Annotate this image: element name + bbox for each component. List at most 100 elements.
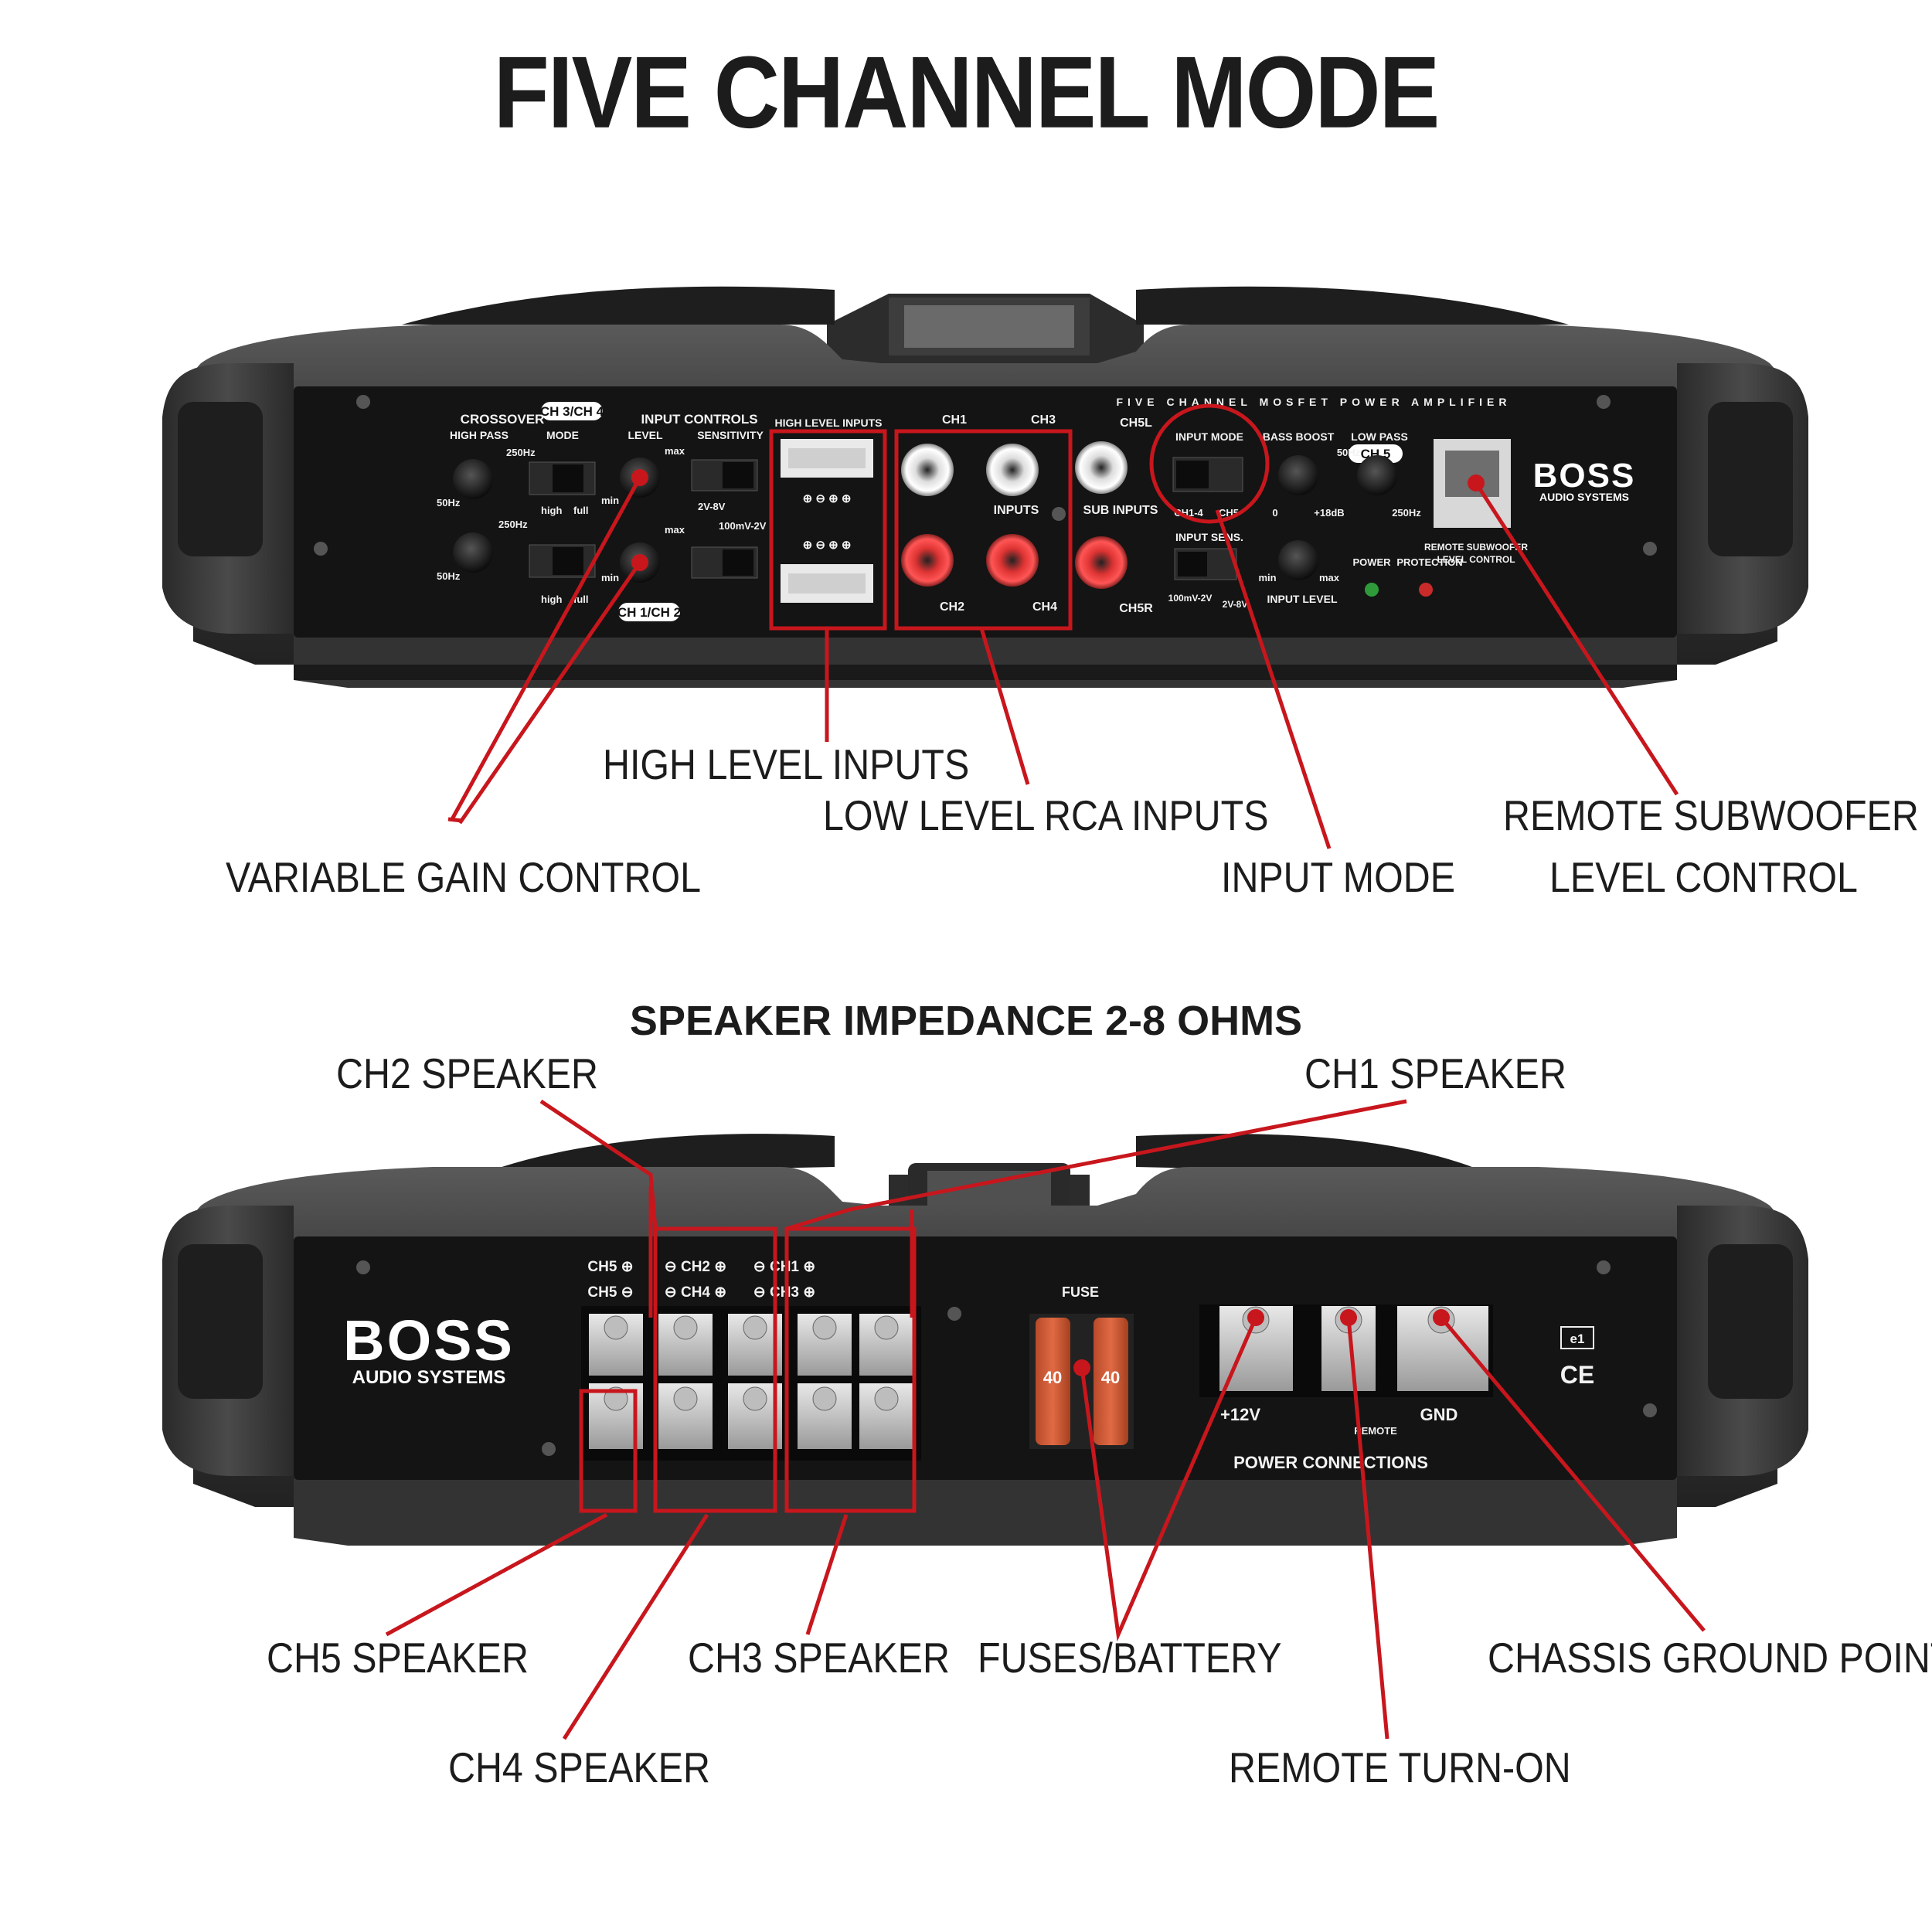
high-label: high bbox=[541, 505, 562, 516]
boss-logo-sub-top: AUDIO SYSTEMS bbox=[1539, 491, 1629, 503]
ch5-plus-label: CH5 ⊕ bbox=[587, 1259, 633, 1275]
svg-text:⊕ ⊖ ⊕ ⊕: ⊕ ⊖ ⊕ ⊕ bbox=[803, 492, 852, 505]
high-level-inputs-label: HIGH LEVEL INPUTS bbox=[775, 417, 883, 429]
input-level-label: INPUT LEVEL bbox=[1267, 593, 1337, 605]
crossover-label: CROSSOVER bbox=[461, 412, 545, 427]
fuse-2-rating: 40 bbox=[1101, 1368, 1120, 1387]
speaker-terminals-bottom[interactable] bbox=[589, 1383, 913, 1449]
ch1-ch3-terminal-box bbox=[784, 1226, 917, 1513]
sub-inputs-label: SUB INPUTS bbox=[1083, 504, 1158, 517]
callout-ch4-speaker: CH4 SPEAKER bbox=[448, 1743, 710, 1791]
high-label-2: high bbox=[541, 594, 562, 605]
callout-ch3-speaker: CH3 SPEAKER bbox=[688, 1634, 950, 1682]
sensitivity-label: SENSITIVITY bbox=[697, 429, 764, 441]
level-control-panel-label: LEVEL CONTROL bbox=[1437, 554, 1515, 565]
callout-variable-gain: VARIABLE GAIN CONTROL bbox=[226, 853, 702, 901]
fuse-1[interactable] bbox=[1036, 1318, 1070, 1445]
speaker-impedance-title: SPEAKER IMPEDANCE 2-8 OHMS bbox=[629, 998, 1303, 1044]
callout-remote-turn-on: REMOTE TURN-ON bbox=[1229, 1743, 1571, 1791]
max-label-ch5: max bbox=[1319, 572, 1340, 583]
boss-logo-sub-bottom: AUDIO SYSTEMS bbox=[352, 1367, 506, 1388]
sub-input-left-jack[interactable] bbox=[1075, 441, 1128, 494]
ch5l-label: CH5L bbox=[1120, 417, 1152, 430]
mode-label: MODE bbox=[546, 429, 579, 441]
fuse-2[interactable] bbox=[1094, 1318, 1128, 1445]
callout-remote-sub-1: REMOTE SUBWOOFER bbox=[1503, 791, 1919, 839]
callout-low-level-rca: LOW LEVEL RCA INPUTS bbox=[823, 791, 1269, 839]
boss-logo-top: BOSS bbox=[1533, 457, 1636, 495]
rca-ch3-jack[interactable] bbox=[986, 444, 1039, 496]
rca-ch3-label: CH3 bbox=[1031, 413, 1056, 427]
remote-sub-panel-label: REMOTE SUBWOOFER bbox=[1424, 542, 1528, 553]
lp-50-label: 50Hz bbox=[1337, 447, 1361, 458]
callout-graphics bbox=[385, 403, 1706, 1740]
ch5r-label: CH5R bbox=[1119, 602, 1153, 615]
callout-ch5-speaker: CH5 SPEAKER bbox=[267, 1634, 529, 1682]
bottom-amplifier: BOSS AUDIO SYSTEMS CH5 ⊕ CH5 ⊖ ⊖ CH2 ⊕ ⊖… bbox=[162, 1134, 1808, 1546]
freq-250-label: 250Hz bbox=[506, 447, 536, 458]
bass-boost-label: BASS BOOST bbox=[1263, 430, 1335, 443]
input-controls-label: INPUT CONTROLS bbox=[641, 412, 757, 427]
ch5-sens-100mv-label: 100mV-2V bbox=[1168, 593, 1213, 604]
high-pass-label: HIGH PASS bbox=[450, 429, 509, 441]
sens-2v8v-label: 2V-8V bbox=[698, 501, 726, 512]
protection-led bbox=[1419, 583, 1433, 597]
callout-high-level-inputs: HIGH LEVEL INPUTS bbox=[603, 740, 970, 788]
low-pass-knob[interactable] bbox=[1357, 455, 1397, 495]
min-label-2: min bbox=[601, 572, 619, 583]
ch12-tag: CH 1/CH 2 bbox=[617, 605, 681, 620]
callout-fuses-battery: FUSES/BATTERY bbox=[978, 1634, 1282, 1682]
fuse-1-rating: 40 bbox=[1043, 1368, 1062, 1387]
boss-logo-bottom: BOSS bbox=[343, 1308, 515, 1372]
rca-ch2-jack[interactable] bbox=[901, 534, 954, 587]
db18-label: +18dB bbox=[1314, 507, 1344, 519]
svg-text:⊕ ⊖ ⊕ ⊕: ⊕ ⊖ ⊕ ⊕ bbox=[803, 539, 852, 552]
sub-input-right-jack[interactable] bbox=[1075, 536, 1128, 589]
power-led-label: POWER bbox=[1352, 556, 1391, 568]
ch5-terminal-box bbox=[579, 1389, 638, 1513]
gnd-label: GND bbox=[1420, 1405, 1458, 1424]
sens-100mv-label: 100mV-2V bbox=[719, 520, 767, 532]
plus12v-label: +12V bbox=[1220, 1405, 1260, 1424]
ch3-terminal-label: ⊖ CH3 ⊕ bbox=[753, 1284, 815, 1301]
min-label: min bbox=[601, 495, 619, 506]
e1-mark: e1 bbox=[1570, 1332, 1585, 1346]
ce-mark: CE bbox=[1560, 1361, 1594, 1389]
rca-ch4-jack[interactable] bbox=[986, 534, 1039, 587]
page-title: FIVE CHANNEL MODE bbox=[493, 36, 1440, 150]
speaker-terminals-top[interactable] bbox=[589, 1314, 913, 1376]
ch5-minus-label: CH5 ⊖ bbox=[587, 1284, 633, 1301]
remote-label: REMOTE bbox=[1354, 1425, 1397, 1437]
power-connections-label: POWER CONNECTIONS bbox=[1233, 1453, 1428, 1472]
callout-input-mode: INPUT MODE bbox=[1221, 853, 1455, 901]
top-amplifier: FIVE CHANNEL MOSFET POWER AMPLIFIER CH 3… bbox=[162, 286, 1808, 688]
rca-ch4-label: CH4 bbox=[1032, 600, 1057, 614]
ch2-terminal-label: ⊖ CH2 ⊕ bbox=[665, 1259, 726, 1275]
power-led bbox=[1365, 583, 1379, 597]
high-pass-knob-ch34[interactable] bbox=[453, 459, 493, 499]
fuse-label: FUSE bbox=[1062, 1284, 1099, 1300]
freq-50-label: 50Hz bbox=[437, 497, 461, 509]
full-label-2: full bbox=[573, 594, 589, 605]
rca-ch1-label: CH1 bbox=[942, 413, 967, 427]
input-level-knob[interactable] bbox=[1278, 540, 1318, 580]
callout-ch2-speaker: CH2 SPEAKER bbox=[336, 1049, 598, 1097]
high-pass-knob-ch12[interactable] bbox=[453, 532, 493, 573]
bass-boost-knob[interactable] bbox=[1278, 455, 1318, 495]
ch34-tag: CH 3/CH 4 bbox=[540, 404, 604, 419]
amp-header: FIVE CHANNEL MOSFET POWER AMPLIFIER bbox=[1116, 396, 1511, 408]
callout-remote-sub-2: LEVEL CONTROL bbox=[1549, 853, 1858, 901]
ch2-ch4-terminal-box bbox=[653, 1226, 777, 1513]
callout-dots bbox=[631, 469, 1485, 1376]
full-label: full bbox=[573, 505, 589, 516]
freq-250-label-2: 250Hz bbox=[498, 519, 528, 530]
rca-inputs-label: INPUTS bbox=[994, 504, 1039, 517]
rca-ch1-jack[interactable] bbox=[901, 444, 954, 496]
lp-250-label: 250Hz bbox=[1392, 507, 1421, 519]
max-label-2: max bbox=[665, 524, 685, 536]
input-mode-label: INPUT MODE bbox=[1175, 430, 1243, 443]
db0-label: 0 bbox=[1272, 507, 1277, 519]
min-label-ch5: min bbox=[1258, 572, 1276, 583]
protection-led-label: PROTECTION bbox=[1396, 556, 1462, 568]
